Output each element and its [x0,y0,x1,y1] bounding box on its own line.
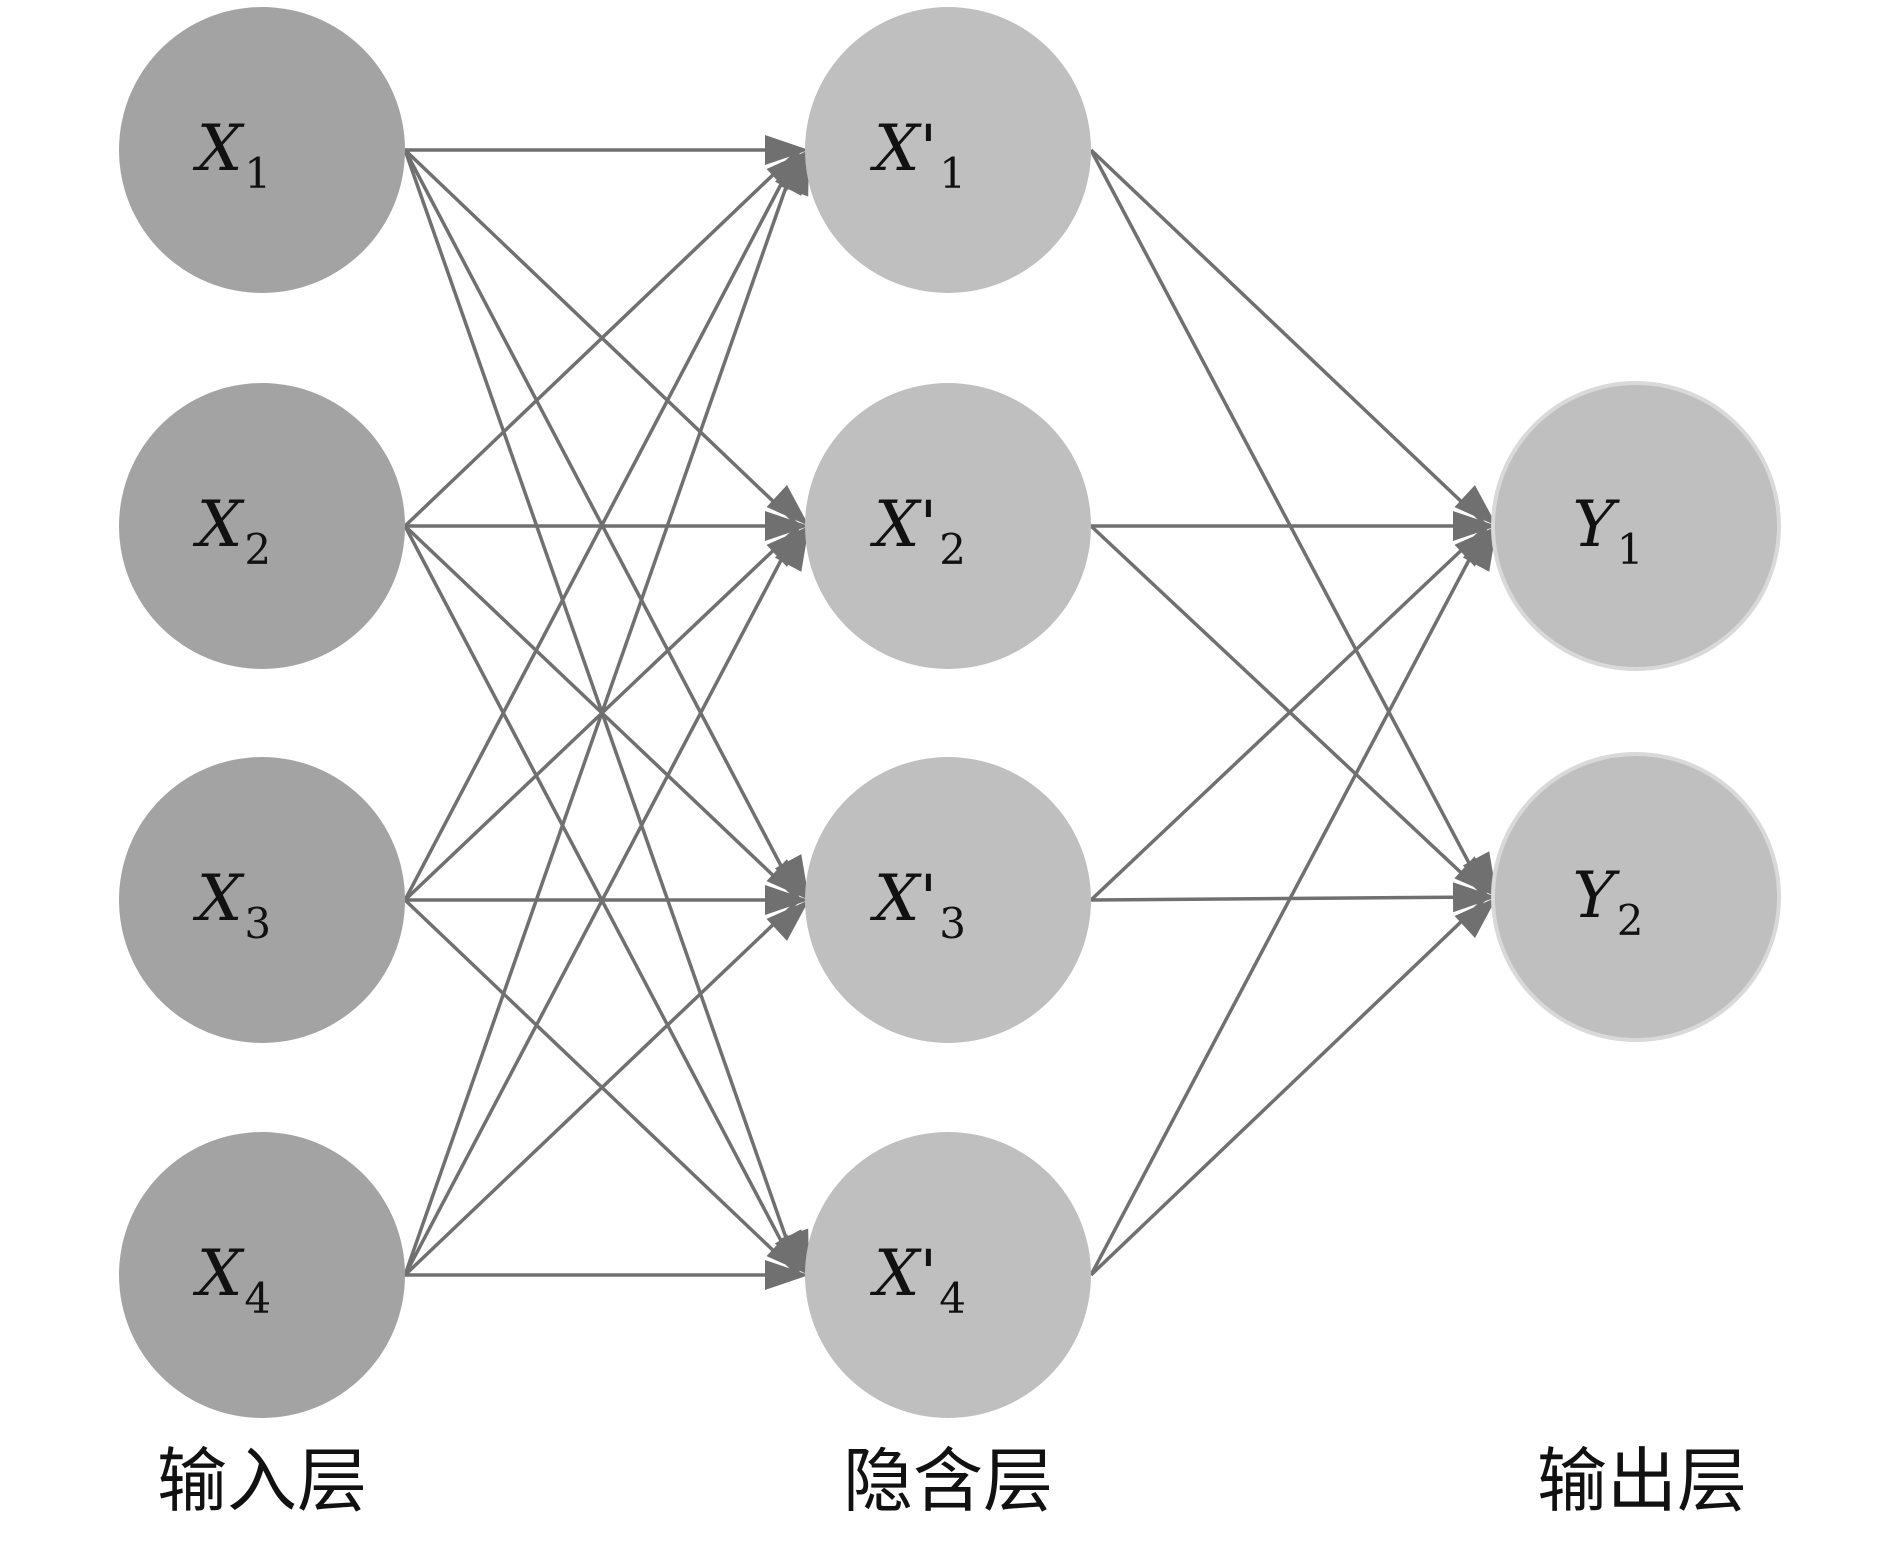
neuron-circle [805,1132,1091,1418]
node-subscript: 4 [939,1274,966,1323]
node-label: X1 [192,112,271,198]
neuron-circle [805,7,1091,293]
node-layer1-4: X4 [119,1132,405,1418]
node-letter: X [192,1237,245,1311]
arrowhead-1-1-to-1 [765,135,809,165]
neuron-circle [805,383,1091,669]
node-layer3-2: Y2 [1491,752,1781,1042]
node-layer2-4: X'4 [805,1132,1091,1418]
arrowhead-2-2-to-2 [1454,856,1497,897]
node-subscript: 1 [939,149,966,198]
node-layer2-3: X'3 [805,757,1091,1043]
node-letter: X' [869,112,937,186]
node-subscript: 3 [244,899,271,948]
layer-label-2: 隐含层 [843,1440,1053,1522]
node-label: X2 [192,488,271,574]
arrowhead-1-4-to-1 [780,150,809,197]
arrowhead-2-3-to-2 [1452,882,1497,913]
arrowhead-1-2-to-2 [765,511,809,541]
edge-layer1-4-to-2 [403,525,801,1276]
node-letter: Y [1573,859,1621,933]
edge-layer1-2-to-1 [403,148,801,528]
neuron-circle [1491,381,1781,671]
node-layer1-3: X3 [119,757,405,1043]
neuron-circle [119,757,405,1043]
node-subscript: 4 [244,1274,271,1323]
arrowhead-1-4-to-2 [774,526,809,572]
neuron-circle [119,383,405,669]
node-layer3-1: Y1 [1491,381,1781,671]
node-label: X3 [192,862,271,948]
connections [403,135,1497,1290]
arrowhead-1-4-to-3 [766,900,809,941]
node-layer1-2: X2 [119,383,405,669]
neuron-circle [119,1132,405,1418]
edge-layer2-3-to-1 [1089,524,1489,902]
node-subscript: 2 [939,525,966,574]
arrowhead-1-3-to-4 [766,1234,809,1275]
node-layer1-1: X1 [119,7,405,293]
edge-layer2-1-to-2 [1089,149,1489,898]
node-letter: X [192,112,245,186]
neuron-circle [119,7,405,293]
node-label: X'4 [869,1237,966,1323]
edge-layer1-3-to-1 [403,149,801,901]
arrowhead-1-2-to-3 [766,859,809,900]
arrowhead-2-2-to-1 [1453,511,1497,541]
neuron-circle [805,757,1091,1043]
node-letter: X [192,862,245,936]
layer-labels: 输入层 隐含层 输出层 [157,1440,1747,1522]
node-subscript: 1 [244,149,271,198]
node-letter: X [192,488,245,562]
node-subscript: 1 [1617,525,1644,574]
edge-layer2-4-to-1 [1089,525,1489,1276]
node-subscript: 2 [244,525,271,574]
node-label: X'1 [869,112,966,198]
node-label: X'2 [869,488,966,574]
layer-label-3: 输出层 [1537,1440,1747,1522]
layer-label-1: 输入层 [157,1440,367,1522]
node-label: Y2 [1573,859,1644,945]
node-layer2-1: X'1 [805,7,1091,293]
node-layer2-2: X'2 [805,383,1091,669]
node-label: Y1 [1573,488,1644,574]
arrowhead-1-3-to-3 [765,885,809,915]
edge-layer1-4-to-3 [403,898,801,1277]
node-letter: X' [869,488,937,562]
edge-layer2-1-to-1 [1089,148,1489,528]
node-letter: X' [869,1237,937,1311]
node-subscript: 3 [939,899,966,948]
arrowhead-2-4-to-2 [1454,897,1497,938]
arrowhead-1-1-to-2 [766,485,809,526]
node-subscript: 2 [1617,896,1644,945]
node-letter: Y [1573,488,1621,562]
node-label: X'3 [869,862,966,948]
edge-layer1-4-to-1 [403,149,801,1276]
neuron-circle [1491,752,1781,1042]
node-letter: X' [869,862,937,936]
arrowhead-2-1-to-1 [1454,485,1497,526]
arrowhead-1-4-to-4 [765,1260,809,1290]
node-label: X4 [192,1237,271,1323]
edge-layer2-4-to-2 [1089,895,1489,1277]
arrowhead-2-4-to-1 [1462,526,1497,572]
